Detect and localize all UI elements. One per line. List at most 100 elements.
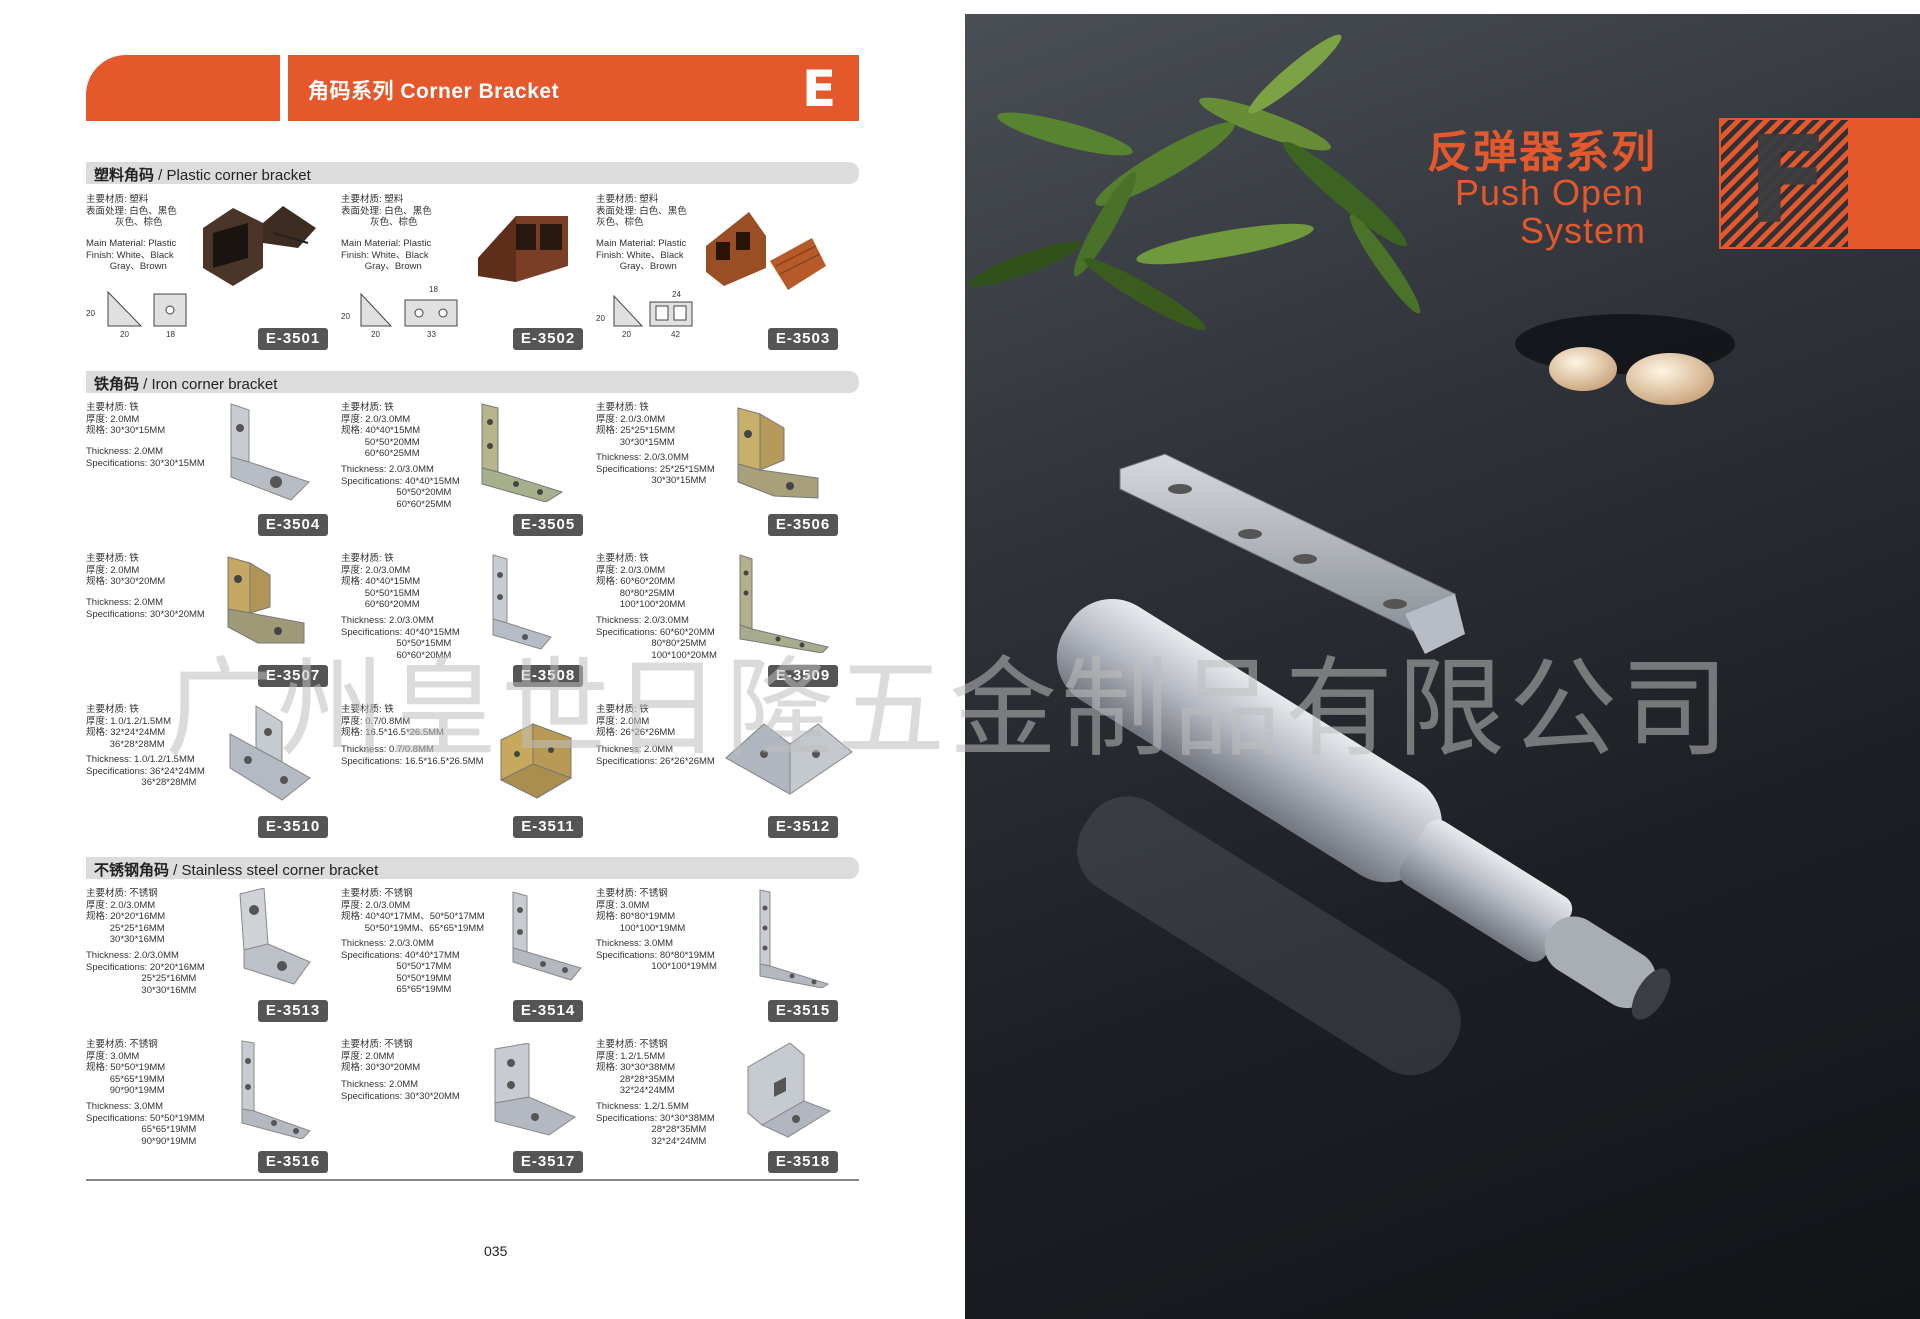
product-code: E-3513: [258, 1000, 328, 1022]
spec-en: Thickness: 0.7/0.8MM Specifications: 16.…: [341, 744, 484, 767]
dim-depth: 18: [429, 285, 438, 294]
dimension-drawing: [613, 294, 693, 327]
product-card-e3501[interactable]: 主要材质: 塑料 表面处理: 白色、黑色 灰色、棕色 Main Material…: [86, 194, 341, 350]
spec-en: Thickness: 2.0/3.0MM Specifications: 40*…: [341, 464, 460, 510]
spec-cn: 主要材质: 不锈钢 厚度: 2.0/3.0MM 规格: 40*40*17MM、5…: [341, 888, 485, 934]
catalog-page-left: 角码系列 Corner Bracket E 塑料角码 / Plastic cor…: [86, 55, 859, 1259]
product-image-stainless-bracket: [759, 889, 830, 988]
product-image-iron-bracket: [230, 403, 310, 501]
spec-cn: 主要材质: 铁 厚度: 2.0/3.0MM 规格: 25*25*15MM 30*…: [596, 402, 676, 448]
product-card-e3517[interactable]: 主要材质: 不锈钢 厚度: 2.0MM 规格: 30*30*20MM Thick…: [341, 1039, 596, 1184]
product-card-e3512[interactable]: 主要材质: 铁 厚度: 2.0MM 规格: 26*26*26MM Thickne…: [596, 704, 853, 849]
product-card-e3505[interactable]: 主要材质: 铁 厚度: 2.0/3.0MM 规格: 40*40*15MM 50*…: [341, 402, 596, 547]
spec-cn: 主要材质: 不锈钢 厚度: 3.0MM 规格: 80*80*19MM 100*1…: [596, 888, 686, 934]
spec-cn: 主要材质: 铁 厚度: 2.0MM 规格: 30*30*15MM: [86, 402, 166, 436]
product-image-iron-bracket: [737, 407, 819, 499]
product-card-e3506[interactable]: 主要材质: 铁 厚度: 2.0/3.0MM 规格: 25*25*15MM 30*…: [596, 402, 851, 547]
product-image-iron-bracket: [739, 554, 829, 653]
spec-cn: 主要材质: 铁 厚度: 1.0/1.2/1.5MM 规格: 32*24*24MM…: [86, 704, 172, 750]
spec-cn: 主要材质: 塑料 表面处理: 白色、黑色 灰色、棕色: [596, 194, 687, 228]
product-card-e3504[interactable]: 主要材质: 铁 厚度: 2.0MM 规格: 30*30*15MM Thickne…: [86, 402, 341, 547]
spec-en: Thickness: 2.0/3.0MM Specifications: 40*…: [341, 615, 460, 661]
spec-cn: 主要材质: 铁 厚度: 2.0/3.0MM 规格: 60*60*20MM 80*…: [596, 553, 686, 610]
section-header-iron: 铁角码 / Iron corner bracket: [86, 371, 859, 393]
push-open-photo-page: [965, 14, 1920, 1319]
product-image-iron-bracket: [492, 554, 552, 650]
product-code: E-3501: [258, 328, 328, 350]
section-header-plastic: 塑料角码 / Plastic corner bracket: [86, 162, 859, 184]
product-card-e3511[interactable]: 主要材质: 铁 厚度: 0.7/0.8MM 规格: 16.5*16.5*26.5…: [341, 704, 596, 849]
section-title-en: / Stainless steel corner bracket: [169, 862, 379, 879]
product-card-e3510[interactable]: 主要材质: 铁 厚度: 1.0/1.2/1.5MM 规格: 32*24*24MM…: [86, 704, 341, 849]
product-card-e3507[interactable]: 主要材质: 铁 厚度: 2.0MM 规格: 30*30*20MM Thickne…: [86, 553, 341, 698]
product-code: E-3516: [258, 1151, 328, 1173]
dimension-drawing: [360, 292, 458, 327]
spec-cn: 主要材质: 不锈钢 厚度: 2.0MM 规格: 30*30*20MM: [341, 1039, 421, 1073]
section-title-cn: 塑料角码: [94, 167, 155, 184]
spec-cn: 主要材质: 塑料 表面处理: 白色、黑色 灰色、棕色: [86, 194, 177, 228]
product-image-iron-bracket: [481, 403, 564, 502]
spec-cn: 主要材质: 塑料 表面处理: 白色、黑色 灰色、棕色: [341, 194, 432, 228]
product-card-e3518[interactable]: 主要材质: 不锈钢 厚度: 1.2/1.5MM 规格: 30*30*38MM 2…: [596, 1039, 851, 1184]
product-code: E-3509: [768, 665, 838, 687]
spec-en: Thickness: 2.0MM Specifications: 30*30*1…: [86, 446, 205, 469]
spec-en: Thickness: 2.0/3.0MM Specifications: 40*…: [341, 938, 460, 995]
product-card-e3509[interactable]: 主要材质: 铁 厚度: 2.0/3.0MM 规格: 60*60*20MM 80*…: [596, 553, 851, 698]
spec-en: Thickness: 2.0/3.0MM Specifications: 25*…: [596, 452, 715, 486]
product-code: E-3515: [768, 1000, 838, 1022]
spec-en: Thickness: 3.0MM Specifications: 80*80*1…: [596, 938, 717, 972]
product-card-e3513[interactable]: 主要材质: 不锈钢 厚度: 2.0/3.0MM 规格: 20*20*16MM 2…: [86, 888, 341, 1033]
product-code: E-3518: [768, 1151, 838, 1173]
bottom-divider: [86, 1179, 859, 1181]
product-card-e3508[interactable]: 主要材质: 铁 厚度: 2.0/3.0MM 规格: 40*40*15MM 50*…: [341, 553, 596, 698]
spec-cn: 主要材质: 不锈钢 厚度: 1.2/1.5MM 规格: 30*30*38MM 2…: [596, 1039, 676, 1096]
product-image-stainless-bracket: [494, 1043, 577, 1136]
product-card-e3514[interactable]: 主要材质: 不锈钢 厚度: 2.0/3.0MM 规格: 40*40*17MM、5…: [341, 888, 596, 1033]
spec-en: Thickness: 1.0/1.2/1.5MM Specifications:…: [86, 754, 205, 788]
product-image-iron-bracket: [229, 705, 311, 801]
spec-cn: 主要材质: 不锈钢 厚度: 2.0/3.0MM 规格: 20*20*16MM 2…: [86, 888, 166, 945]
dim-width: 20: [120, 330, 129, 339]
product-image-iron-bracket: [499, 723, 573, 799]
spec-en: Thickness: 3.0MM Specifications: 50*50*1…: [86, 1101, 205, 1147]
push-open-title-en-line1: Push Open: [1455, 172, 1645, 213]
header-accent-tab: [86, 55, 280, 121]
product-code: E-3504: [258, 514, 328, 536]
spec-cn: 主要材质: 铁 厚度: 0.7/0.8MM 规格: 16.5*16.5*26.5…: [341, 704, 444, 738]
product-photo: [968, 34, 1735, 1076]
product-image-stainless-bracket: [241, 1040, 311, 1139]
section-letter: E: [802, 60, 837, 118]
dim-depth: 18: [166, 330, 175, 339]
product-image-plastic-bracket: [478, 216, 568, 282]
spec-cn: 主要材质: 铁 厚度: 2.0MM 规格: 26*26*26MM: [596, 704, 676, 738]
spec-en: Thickness: 2.0MM Specifications: 30*30*2…: [341, 1079, 460, 1102]
page-title: 角码系列 Corner Bracket: [308, 80, 560, 103]
section-title-cn: 不锈钢角码: [94, 862, 170, 879]
dim-depth: 24: [672, 290, 681, 299]
product-code: E-3507: [258, 665, 328, 687]
product-card-e3516[interactable]: 主要材质: 不锈钢 厚度: 3.0MM 规格: 50*50*19MM 65*65…: [86, 1039, 341, 1184]
product-code: E-3506: [768, 514, 838, 536]
section-badge-striped: [1719, 118, 1850, 249]
section-title-en: / Plastic corner bracket: [154, 167, 311, 184]
product-card-e3503[interactable]: 主要材质: 塑料 表面处理: 白色、黑色 灰色、棕色 Main Material…: [596, 194, 851, 350]
product-code: E-3517: [513, 1151, 583, 1173]
product-code: E-3512: [768, 816, 838, 838]
dim-height: 20: [86, 309, 95, 318]
product-image-stainless-bracket: [747, 1043, 832, 1138]
spec-cn: 主要材质: 铁 厚度: 2.0MM 规格: 30*30*20MM: [86, 553, 166, 587]
header-banner: [288, 55, 859, 121]
product-image-plastic-bracket: [203, 206, 316, 286]
page-number: 035: [484, 1243, 508, 1259]
product-code: E-3503: [768, 328, 838, 350]
dimension-drawing: [107, 290, 187, 327]
product-card-e3502[interactable]: 主要材质: 塑料 表面处理: 白色、黑色 灰色、棕色 Main Material…: [341, 194, 596, 350]
product-code: E-3514: [513, 1000, 583, 1022]
product-image-iron-bracket: [227, 556, 305, 644]
product-code: E-3505: [513, 514, 583, 536]
product-card-e3515[interactable]: 主要材质: 不锈钢 厚度: 3.0MM 规格: 80*80*19MM 100*1…: [596, 888, 851, 1033]
product-code: E-3511: [513, 816, 583, 838]
dim-width: 20: [371, 330, 380, 339]
spec-en: Thickness: 2.0MM Specifications: 26*26*2…: [596, 744, 715, 767]
product-code: E-3502: [513, 328, 583, 350]
